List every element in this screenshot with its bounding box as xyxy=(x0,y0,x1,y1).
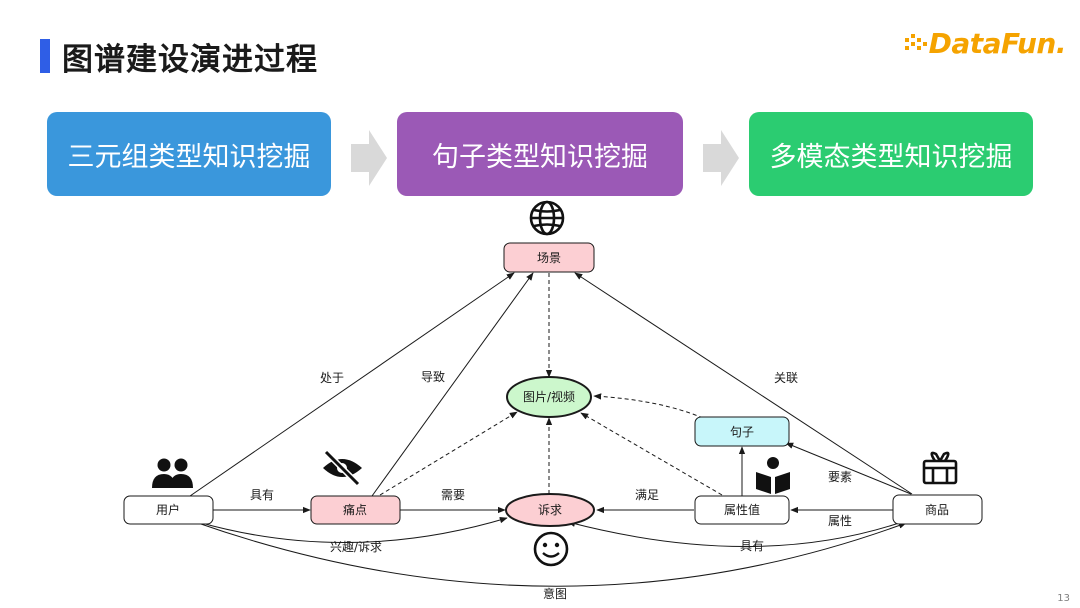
eye-slash-icon xyxy=(323,449,362,487)
edge-label-product-demand: 具有 xyxy=(740,539,764,553)
edge-sentence-media xyxy=(593,393,704,419)
edge-label-product-scene: 关联 xyxy=(774,371,798,385)
edge-label-user-demand: 兴趣/诉求 xyxy=(330,539,382,554)
node-pain xyxy=(310,495,401,525)
edge-label-user-product: 意图 xyxy=(543,586,567,601)
node-label-sentence: 句子 xyxy=(730,425,754,439)
edge-user-demand xyxy=(197,516,508,543)
edge-label-attr-demand: 满足 xyxy=(635,488,659,502)
node-media xyxy=(506,376,592,418)
node-label-user: 用户 xyxy=(156,502,180,517)
chevron-right-icon xyxy=(351,130,387,186)
edge-product-demand xyxy=(567,519,909,547)
node-label-product: 商品 xyxy=(925,502,949,517)
node-user xyxy=(123,495,214,525)
chevron-right-icon xyxy=(703,130,739,186)
title-accent-bar xyxy=(40,39,50,73)
edge-pain-media xyxy=(379,411,518,496)
logo-dots-icon xyxy=(904,34,927,50)
node-label-demand: 诉求 xyxy=(538,503,562,517)
node-label-scene: 场景 xyxy=(537,251,561,265)
edge-label-product-sentence: 要素 xyxy=(828,470,852,484)
page-title: 图谱建设演进过程 xyxy=(62,42,318,78)
stage-label: 三元组类型知识挖掘 xyxy=(67,141,311,173)
gift-icon xyxy=(922,451,958,485)
page-number: 13 xyxy=(1057,593,1070,604)
edge-label-product-attr: 属性 xyxy=(828,514,852,528)
edge-user-scene xyxy=(189,272,515,497)
edge-label-user-scene: 处于 xyxy=(320,371,344,385)
stage-multimodal-mining: 多模态类型知识挖掘 xyxy=(749,112,1033,196)
edge-user-product xyxy=(194,521,907,587)
node-attr-value xyxy=(694,495,790,525)
stage-sentence-mining: 句子类型知识挖掘 xyxy=(397,112,683,196)
logo-text: DataFun. xyxy=(928,26,1067,60)
stage-label: 多模态类型知识挖掘 xyxy=(769,141,1013,173)
edge-label-pain-demand: 需要 xyxy=(441,488,465,502)
users-icon xyxy=(152,458,193,488)
stage-label: 句子类型知识挖掘 xyxy=(432,141,648,173)
edge-pain-scene xyxy=(371,272,534,497)
edge-attr-media xyxy=(580,412,723,496)
edge-label-user-pain: 具有 xyxy=(250,488,274,502)
node-scene xyxy=(503,242,595,273)
node-label-attr-value: 属性值 xyxy=(724,502,760,517)
datafun-logo: DataFun. xyxy=(903,26,1067,60)
book-reader-icon xyxy=(756,457,790,494)
node-label-pain: 痛点 xyxy=(343,502,367,517)
node-product xyxy=(892,494,983,525)
edge-product-scene xyxy=(574,272,913,495)
edge-label-pain-scene: 导致 xyxy=(421,370,445,384)
node-label-media: 图片/视频 xyxy=(523,389,575,404)
stage-triple-mining: 三元组类型知识挖掘 xyxy=(47,112,331,196)
node-demand xyxy=(505,493,595,527)
smile-icon xyxy=(533,531,569,567)
globe-icon xyxy=(529,200,565,236)
node-sentence xyxy=(694,416,790,447)
edge-product-sentence xyxy=(785,442,912,495)
